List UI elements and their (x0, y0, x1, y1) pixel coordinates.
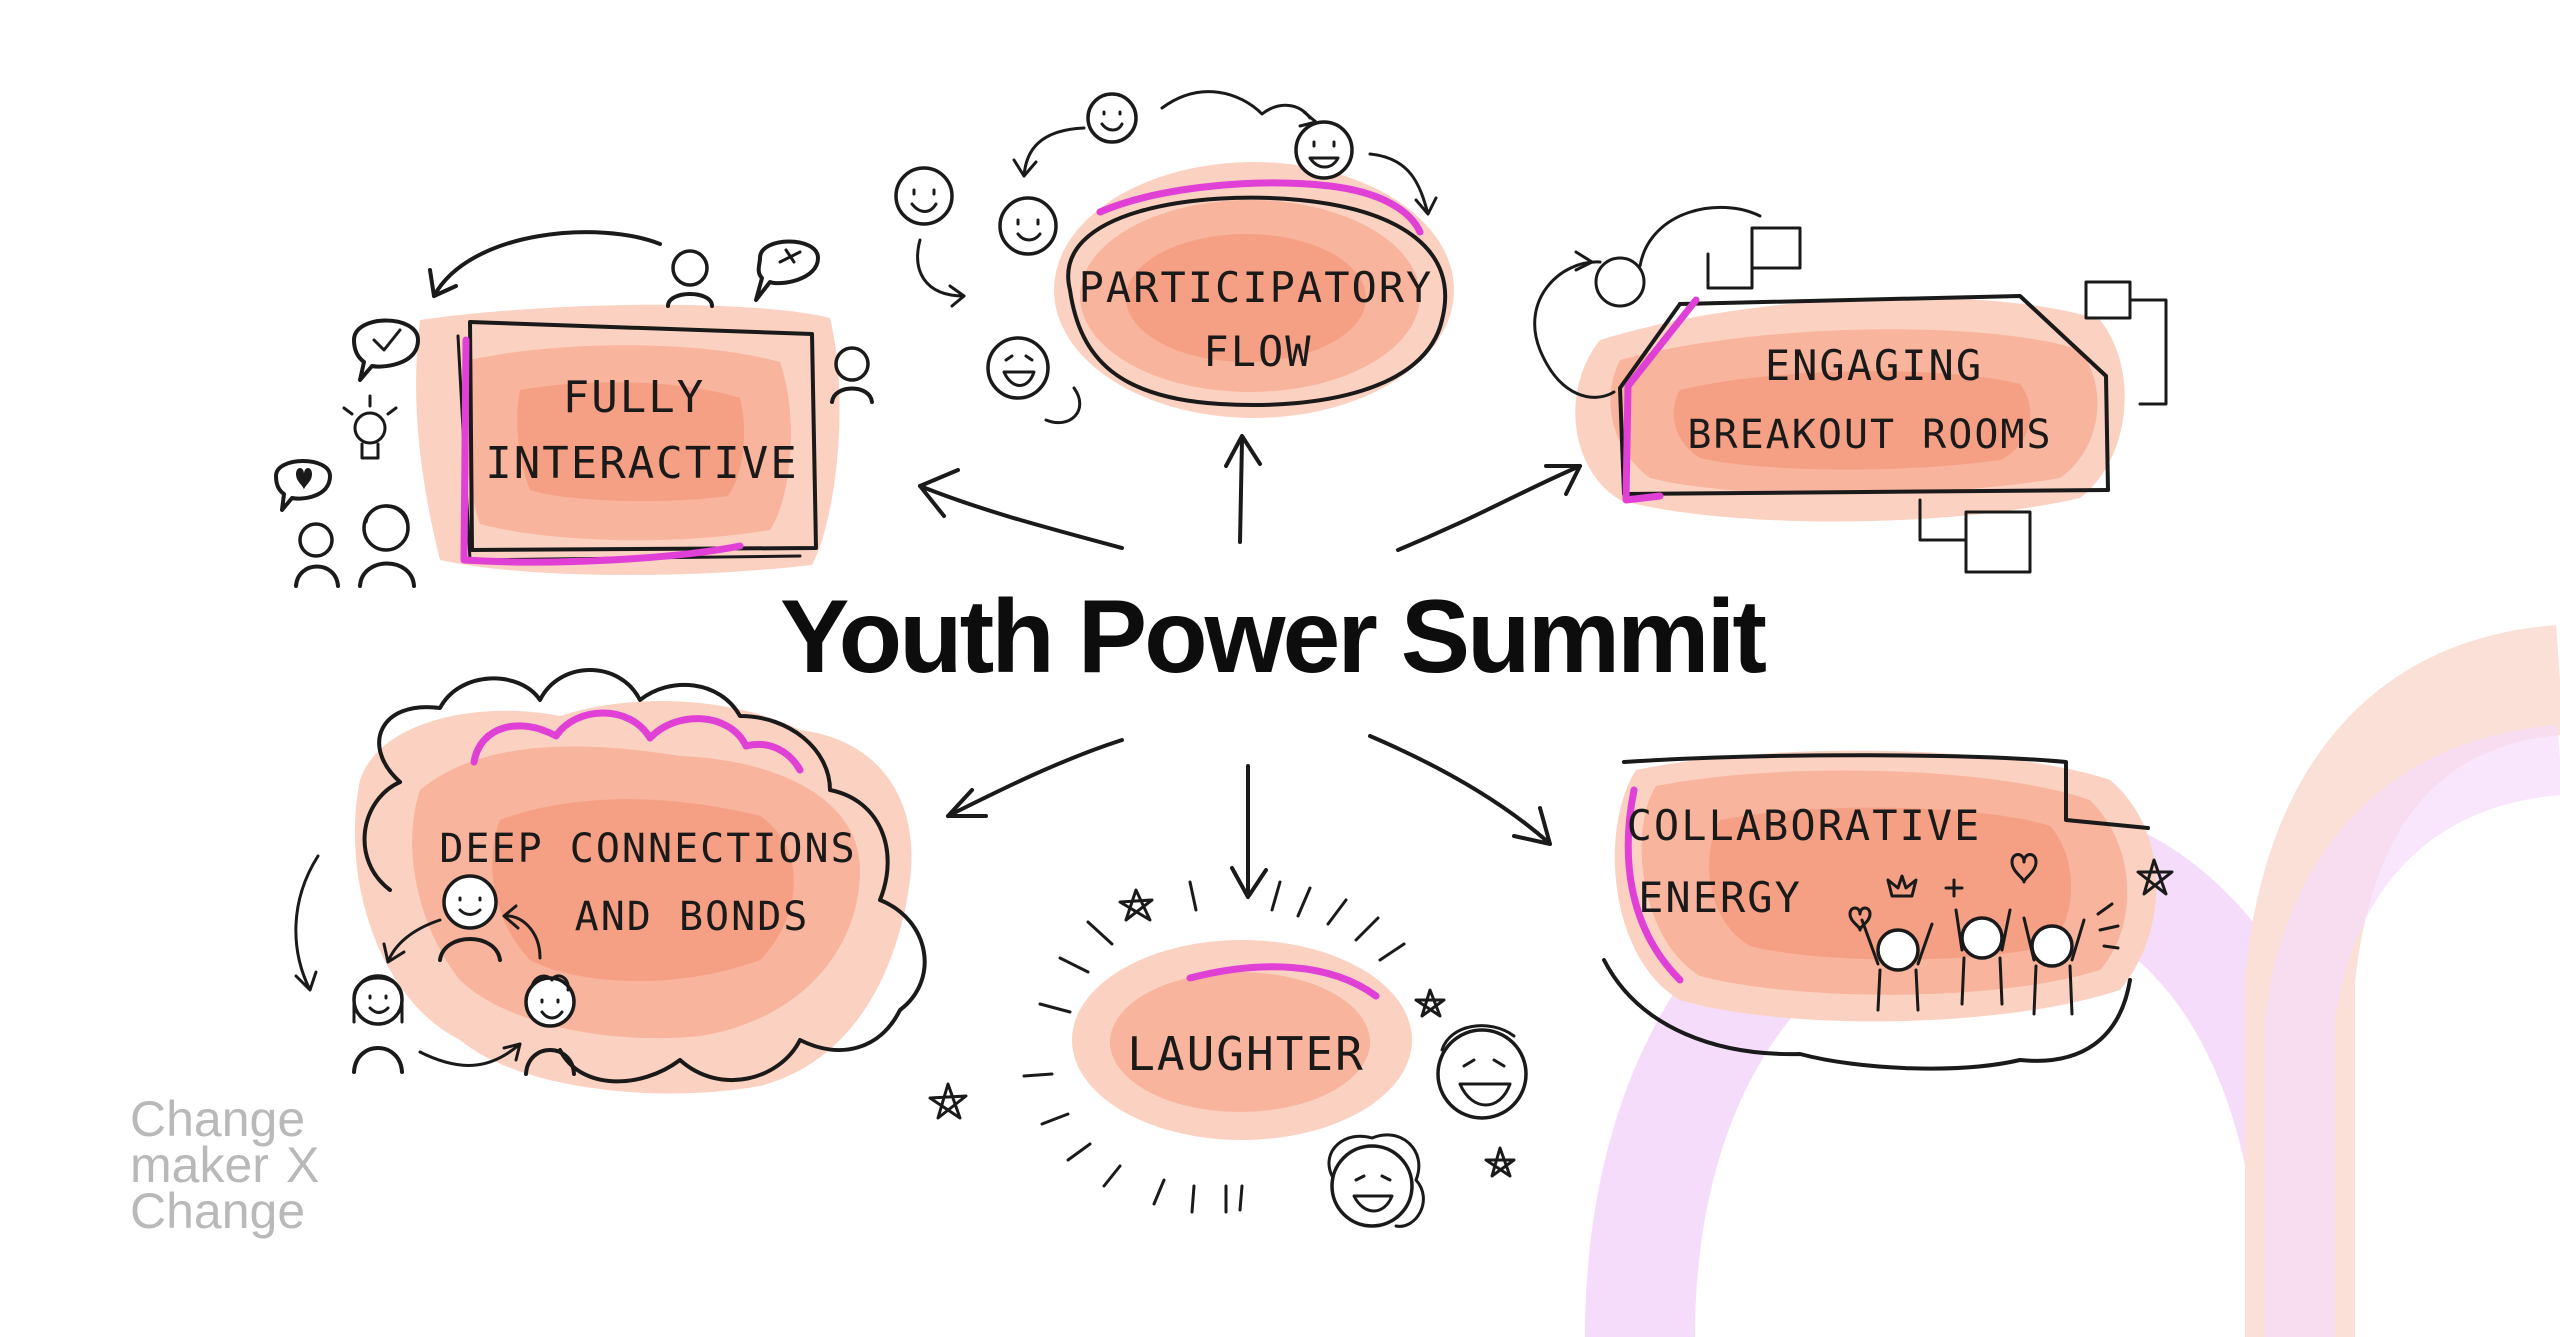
star-icon (1118, 888, 1154, 922)
node-label-line2: AND BONDS (575, 894, 810, 940)
arrow-to-engaging-breakout (1396, 464, 1582, 552)
room-square-icon (2084, 280, 2168, 406)
node-label-line1: ENGAGING (1765, 341, 1983, 390)
frame-rectangle (468, 320, 818, 552)
smiley-icon (1294, 120, 1354, 180)
star-icon (928, 1082, 968, 1120)
person-icon (352, 974, 404, 1074)
person-icon (294, 522, 340, 588)
arrow-to-fully-interactive (918, 484, 1124, 550)
node-laughter: LAUGHTER (928, 880, 1528, 1228)
logo-line3: Change (130, 1183, 305, 1239)
lightbulb-icon (342, 394, 398, 460)
node-fully-interactive: FULLY INTERACTIVE (274, 230, 874, 588)
logo-x-mark: X (286, 1137, 319, 1193)
page-title: Youth Power Summit (780, 579, 1766, 695)
sparkle-icon (1944, 878, 1964, 898)
person-icon (666, 249, 714, 308)
node-label-line1: PARTICIPATORY (1079, 263, 1434, 312)
cheering-people-icon (1860, 908, 2086, 1016)
room-square-icon (1918, 498, 2032, 574)
node-label-line2: ENERGY (1638, 873, 1802, 922)
star-icon (1484, 1146, 1516, 1178)
node-participatory-flow: PARTICIPATORY FLOW (894, 90, 1454, 425)
node-label-line1: COLLABORATIVE (1627, 801, 1982, 850)
person-dot-icon (1594, 256, 1646, 308)
node-label-line2: BREAKOUT ROOMS (1687, 412, 2052, 458)
logo-line2: maker (130, 1137, 269, 1193)
person-icon (438, 874, 502, 962)
smiley-icon (1086, 92, 1138, 144)
arrow-to-collaborative-energy (1368, 734, 1550, 844)
crown-icon (1886, 874, 1918, 898)
node-label-line1: LAUGHTER (1127, 1027, 1365, 1081)
star-icon (2136, 858, 2174, 896)
laughing-face-icon (1327, 1133, 1425, 1228)
smiley-icon (998, 196, 1058, 256)
node-deep-connections: DEEP CONNECTIONS AND BONDS (294, 668, 927, 1094)
node-label-line1: DEEP CONNECTIONS (439, 826, 856, 872)
sunburst-lines (1022, 880, 1406, 1214)
connector-arrows (918, 434, 1582, 899)
person-icon (830, 346, 874, 404)
heart-icon (1848, 906, 1872, 932)
node-label-line1: FULLY (563, 372, 705, 423)
arrow-to-participatory-flow (1238, 438, 1244, 544)
star-icon (1414, 988, 1446, 1018)
person-icon (524, 974, 576, 1076)
logo-line1: Change (130, 1091, 305, 1147)
smiley-icon (894, 166, 954, 226)
person-icon (358, 504, 416, 588)
check-chat-icon (352, 318, 420, 382)
smiley-icon (986, 336, 1050, 400)
node-label-line2: FLOW (1203, 327, 1312, 376)
heart-chat-icon (274, 459, 332, 512)
node-collaborative-energy: COLLABORATIVE ENERGY (1602, 750, 2174, 1071)
node-engaging-breakout-rooms: ENGAGING BREAKOUT ROOMS (1533, 205, 2168, 574)
brand-logo: Change maker X Change (130, 1091, 319, 1239)
idea-chat-icon (754, 239, 820, 302)
node-label-line2: INTERACTIVE (485, 438, 798, 489)
arrow-to-deep-connections (946, 738, 1124, 818)
laughing-face-icon (1436, 1024, 1528, 1120)
heart-icon (2010, 853, 2038, 884)
room-square-icon (1706, 226, 1802, 290)
